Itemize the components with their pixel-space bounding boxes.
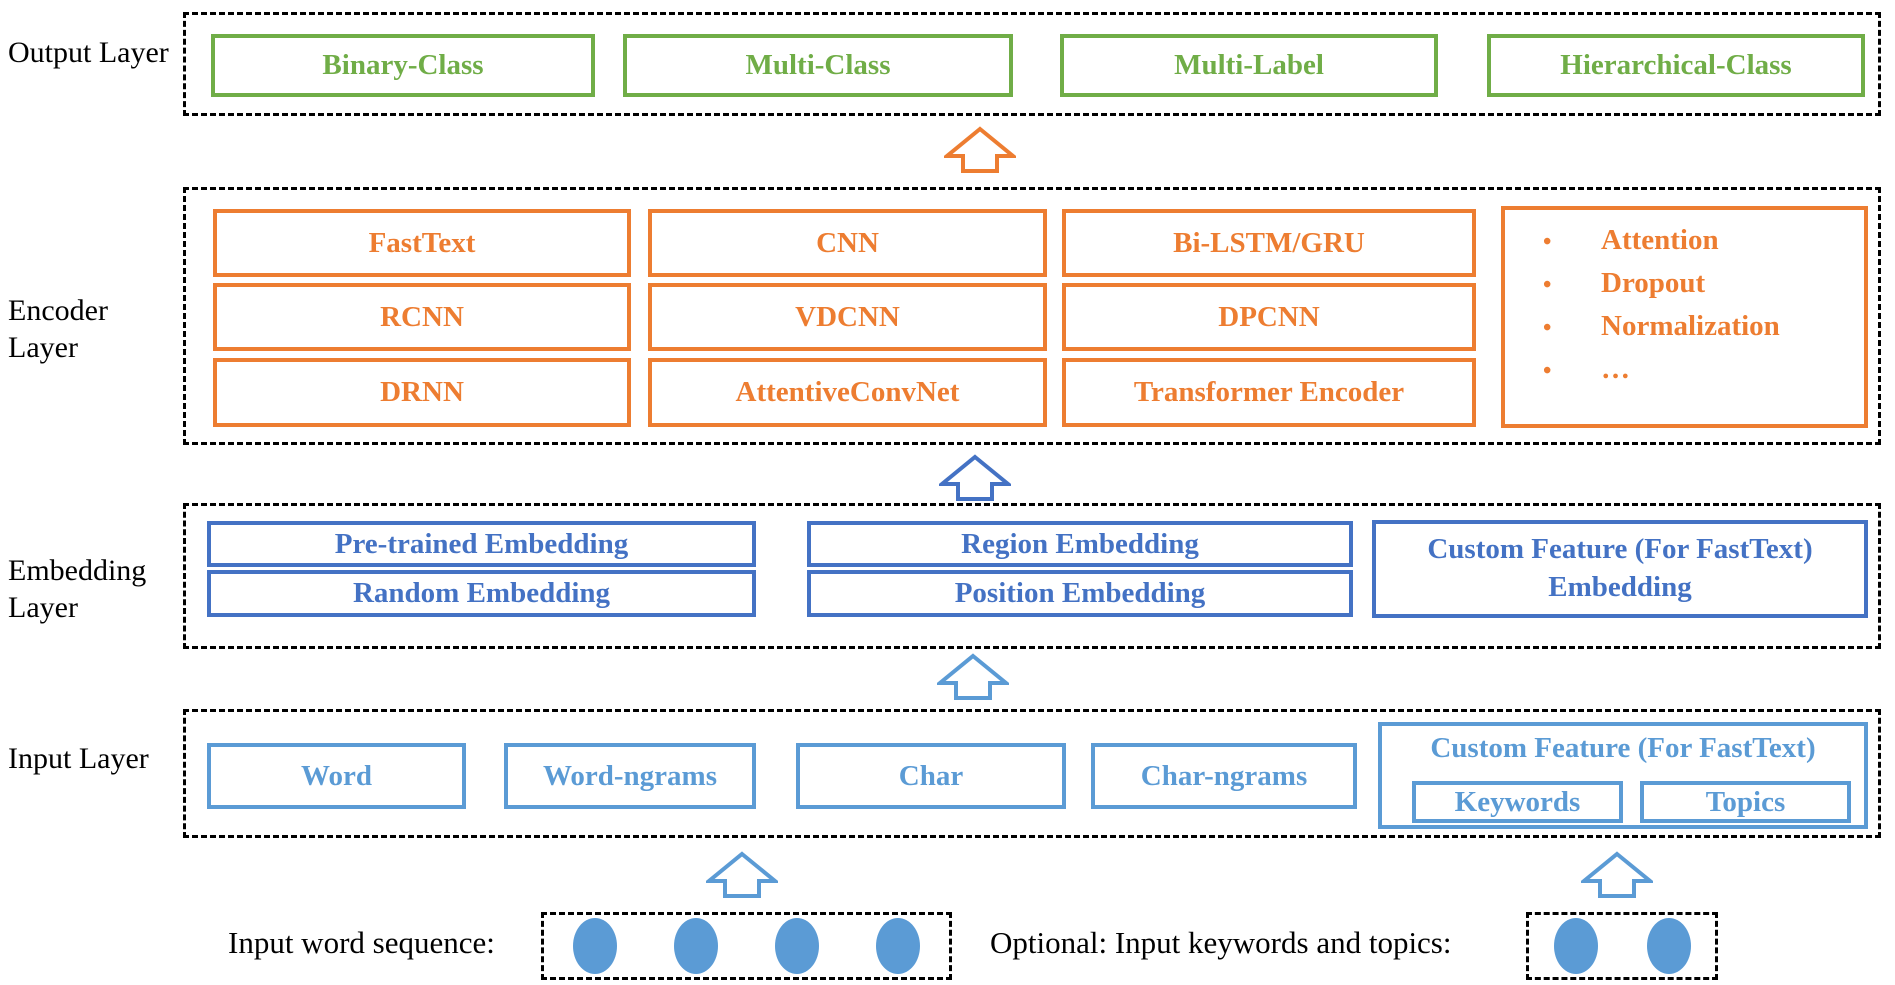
up-arrow-shape xyxy=(937,653,1009,700)
encoder-box-attentiveconvnet: AttentiveConvNet xyxy=(648,358,1047,427)
output-box-hierarchical-class: Hierarchical-Class xyxy=(1487,34,1865,97)
encoder-box-transformer-encoder: Transformer Encoder xyxy=(1062,358,1476,427)
embedding-box-position: Position Embedding xyxy=(807,570,1353,617)
word-sequence-dots-box xyxy=(541,912,952,980)
bullet-icon: • xyxy=(1543,315,1552,341)
keywords-topics-dots-box xyxy=(1526,912,1718,980)
encoder-layer-container: FastText CNN Bi-LSTM/GRU RCNN VDCNN DPCN… xyxy=(183,187,1881,445)
input-box-word: Word xyxy=(207,743,466,809)
up-arrow-shape xyxy=(939,454,1011,501)
extras-item-label: … xyxy=(1601,353,1630,385)
embedding-layer-container: Pre-trained Embedding Random Embedding R… xyxy=(183,503,1881,649)
output-box-multi-label: Multi-Label xyxy=(1060,34,1438,97)
label-input-layer: Input Layer xyxy=(8,742,149,775)
bullet-icon: • xyxy=(1543,272,1552,298)
custom-feature-title: Custom Feature (For FastText) xyxy=(1430,732,1816,764)
encoder-box-vdcnn: VDCNN xyxy=(648,283,1047,351)
output-box-binary-class: Binary-Class xyxy=(211,34,595,97)
output-box-multi-class: Multi-Class xyxy=(623,34,1013,97)
up-arrow-shape xyxy=(1581,851,1653,898)
up-arrow-icon-keywords-topics xyxy=(1581,851,1653,898)
topic-dot xyxy=(1646,918,1691,974)
word-dot xyxy=(572,918,617,974)
extras-item-ellipsis: • … xyxy=(1543,349,1864,392)
extras-item-dropout: • Dropout xyxy=(1543,263,1864,306)
extras-item-normalization: • Normalization xyxy=(1543,306,1864,349)
embedding-box-pretrained: Pre-trained Embedding xyxy=(207,521,756,567)
keyword-dot xyxy=(1553,918,1598,974)
input-layer-container: Word Word-ngrams Char Char-ngrams Custom… xyxy=(183,709,1881,838)
embedding-box-random: Random Embedding xyxy=(207,570,756,617)
word-dot xyxy=(876,918,921,974)
optional-keywords-caption: Optional: Input keywords and topics: xyxy=(990,925,1452,960)
encoder-extras-box: • Attention • Dropout • Normalization • … xyxy=(1501,206,1868,428)
up-arrow-shape xyxy=(944,126,1016,173)
word-dot xyxy=(673,918,718,974)
label-output-layer: Output Layer xyxy=(8,36,169,69)
output-layer-container: Binary-Class Multi-Class Multi-Label Hie… xyxy=(183,12,1881,116)
extras-item-attention: • Attention xyxy=(1543,220,1864,263)
input-box-word-ngrams: Word-ngrams xyxy=(504,743,756,809)
encoder-box-drnn: DRNN xyxy=(213,358,631,427)
up-arrow-icon-encoder-to-output xyxy=(944,126,1016,173)
up-arrow-shape xyxy=(706,851,778,898)
input-box-char-ngrams: Char-ngrams xyxy=(1091,743,1357,809)
up-arrow-icon-embedding-to-encoder xyxy=(939,454,1011,501)
encoder-box-rcnn: RCNN xyxy=(213,283,631,351)
input-box-custom-feature: Custom Feature (For FastText) Keywords T… xyxy=(1378,722,1868,829)
embedding-box-region: Region Embedding xyxy=(807,521,1353,567)
encoder-box-bi-lstm-gru: Bi-LSTM/GRU xyxy=(1062,209,1476,277)
label-embedding-layer: Embedding Layer xyxy=(8,554,147,624)
extras-item-label: Normalization xyxy=(1601,310,1780,342)
label-encoder-layer: Encoder Layer xyxy=(8,294,108,364)
extras-item-label: Attention xyxy=(1601,224,1719,256)
input-box-keywords: Keywords xyxy=(1412,781,1623,823)
encoder-box-cnn: CNN xyxy=(648,209,1047,277)
bullet-icon: • xyxy=(1543,358,1552,384)
extras-item-label: Dropout xyxy=(1601,267,1706,299)
input-box-topics: Topics xyxy=(1640,781,1851,823)
bullet-icon: • xyxy=(1543,229,1552,255)
word-dot xyxy=(775,918,820,974)
input-word-sequence-caption: Input word sequence: xyxy=(228,925,495,960)
encoder-box-fasttext: FastText xyxy=(213,209,631,277)
encoder-box-dpcnn: DPCNN xyxy=(1062,283,1476,351)
up-arrow-icon-input-to-embedding xyxy=(937,653,1009,700)
embedding-box-custom-feature: Custom Feature (For FastText) Embedding xyxy=(1372,520,1868,618)
input-box-char: Char xyxy=(796,743,1066,809)
up-arrow-icon-word-sequence xyxy=(706,851,778,898)
